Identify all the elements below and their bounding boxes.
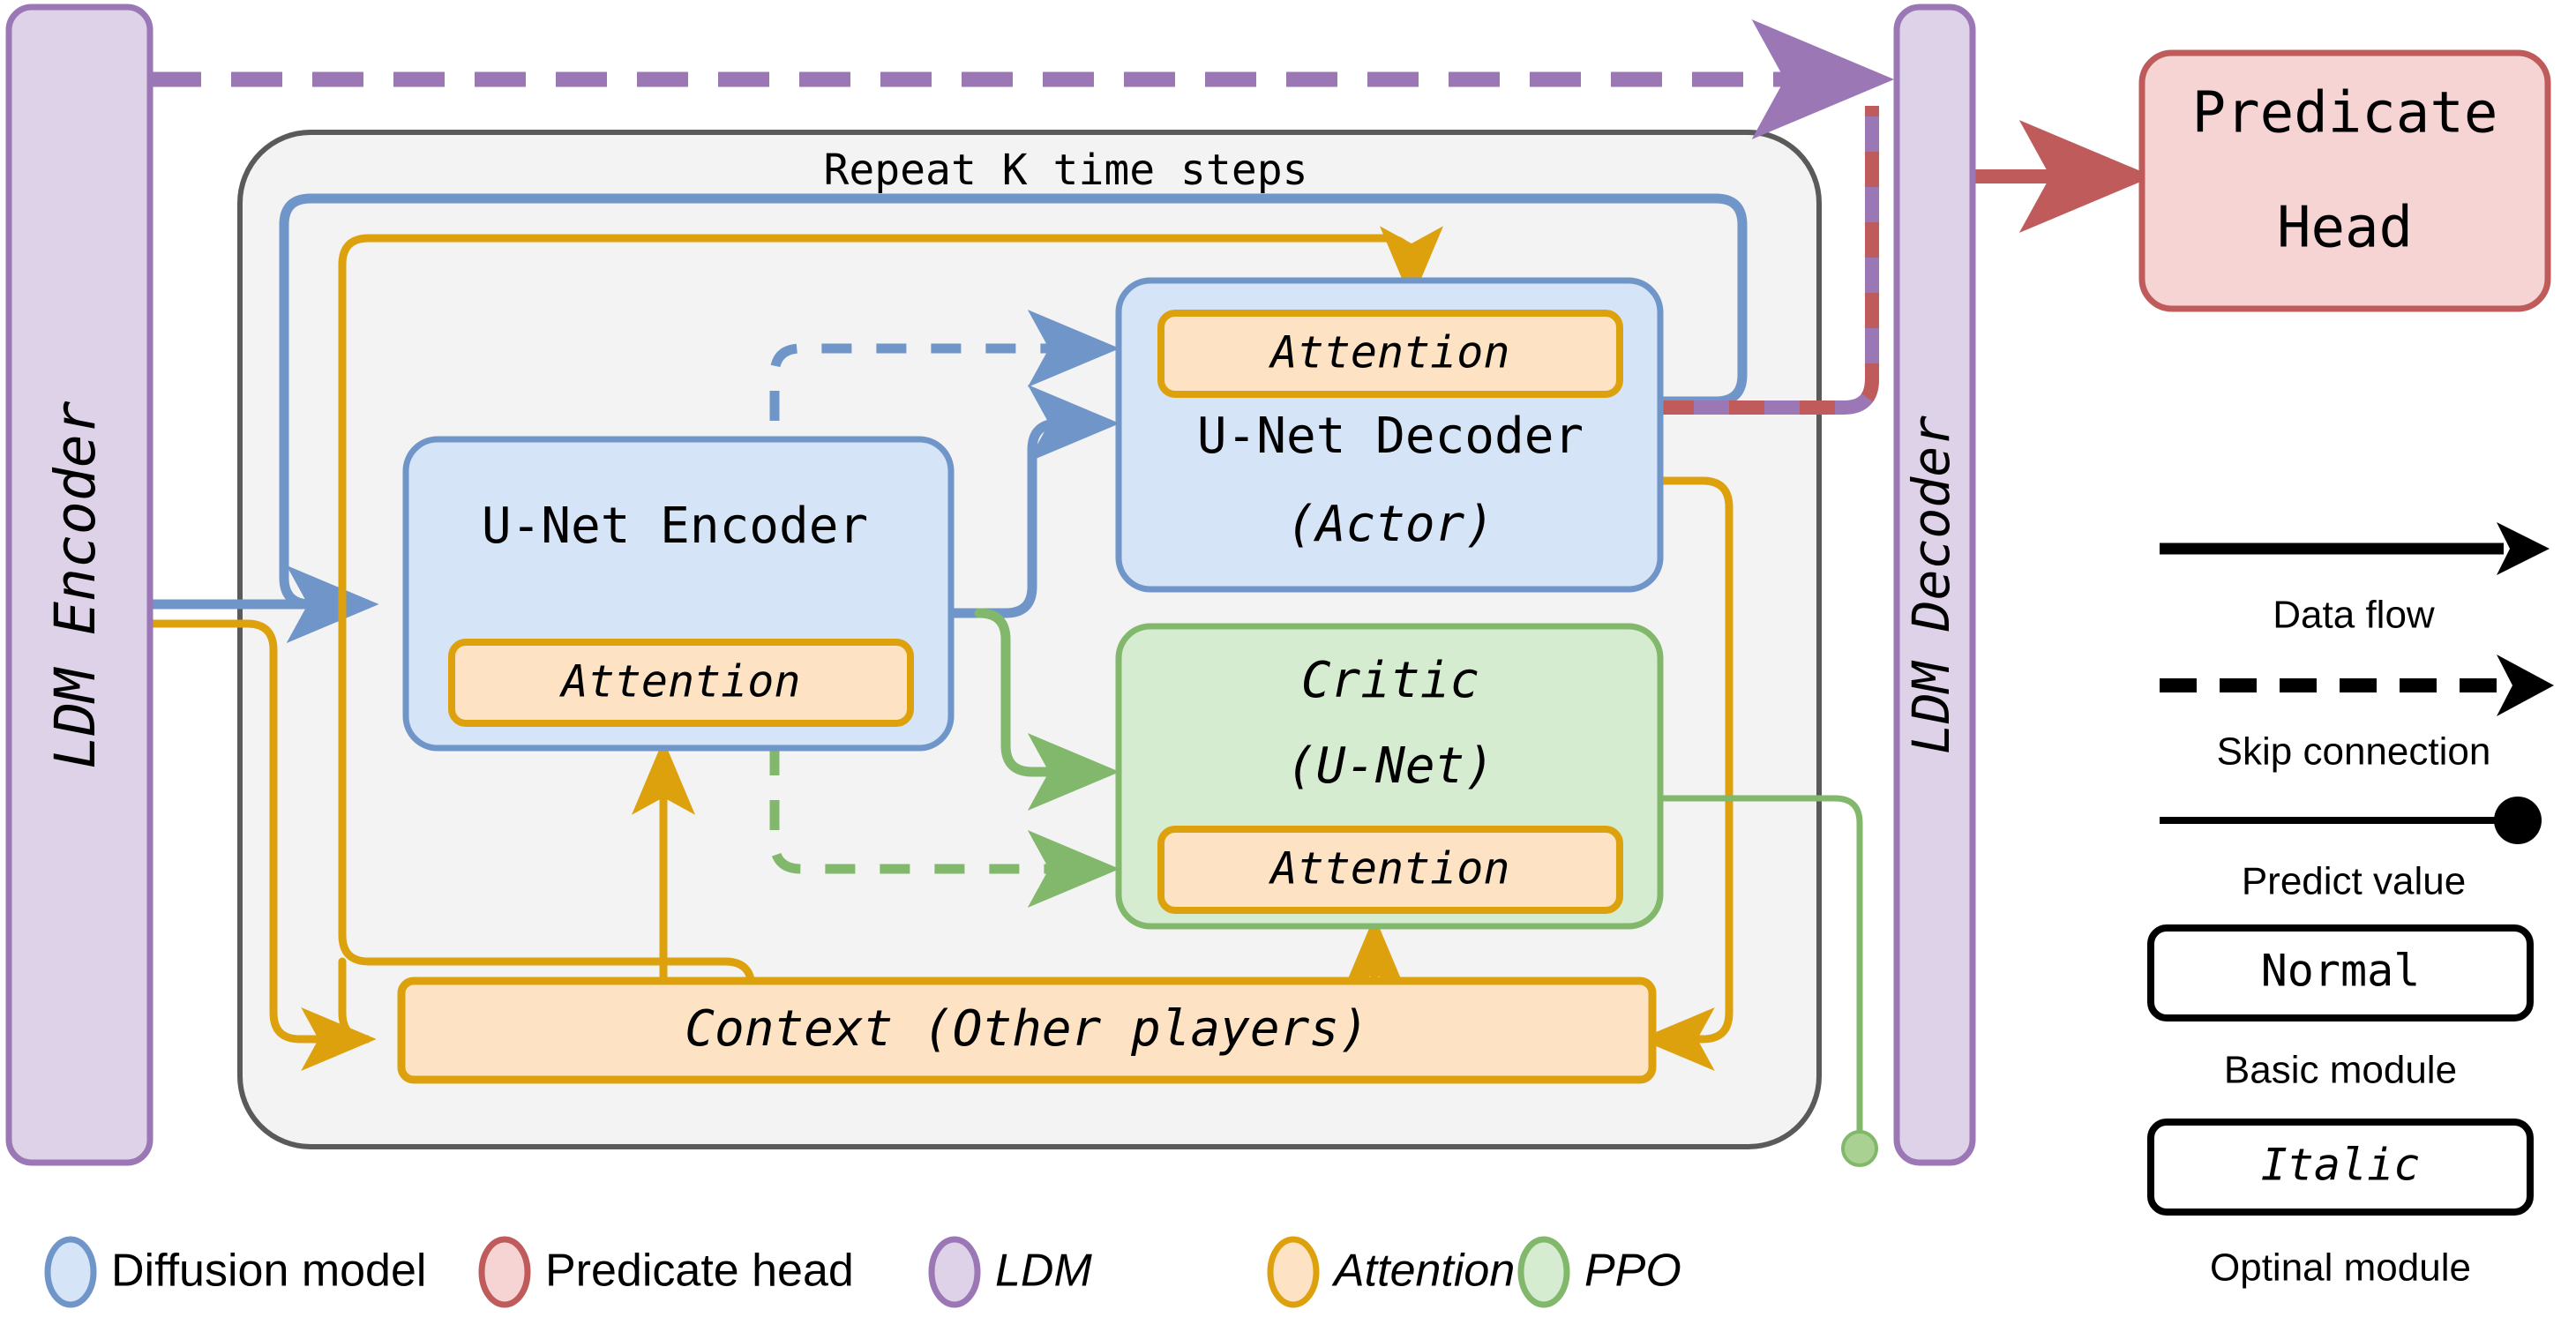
legend-label-attention: Attention	[1331, 1246, 1515, 1297]
legend-line-styles: Data flow Skip connection Predict value	[2160, 522, 2554, 903]
loop-to-context-left	[338, 957, 371, 1044]
predicate-path-red-dashed	[1659, 106, 1879, 415]
legend-label-predicate-head: Predicate head	[545, 1246, 854, 1297]
critic-attention-label: Attention	[1269, 843, 1510, 894]
ldm-decoder-label: LDM Decoder	[1901, 415, 1961, 754]
unet-encoder-label: U-Net Encoder	[482, 498, 868, 555]
unet-decoder-attention-label: Attention	[1269, 327, 1510, 378]
critic-attention-box[interactable]	[1157, 826, 1623, 914]
unet-decoder-node[interactable]: Attention U-Net Decoder (Actor)	[1115, 277, 1664, 593]
legend-skip-label: Skip connection	[2217, 730, 2491, 774]
unet-decoder-label-line2: (Actor)	[1286, 496, 1494, 553]
legend-module-boxes: Normal Basic module Italic Optinal modul…	[2147, 924, 2534, 1290]
legend-swatch-attention	[1267, 1236, 1320, 1308]
legend-swatch-ldm	[928, 1236, 981, 1308]
legend-swatch-predicate-head	[478, 1236, 531, 1308]
skip-encoder-to-critic	[769, 745, 1120, 908]
context-label: Context (Other players)	[685, 1000, 1368, 1058]
legend-basic-module-label: Basic module	[2224, 1049, 2457, 1092]
legend-normal-label: Normal	[2261, 946, 2421, 997]
context-to-decoder-attention	[338, 226, 1443, 1019]
critic-label-line1: Critic	[1301, 652, 1479, 709]
legend-label-diffusion-model: Diffusion model	[111, 1246, 426, 1297]
context-node[interactable]: Context (Other players)	[397, 977, 1657, 1084]
decoder-to-context	[1639, 476, 1734, 1071]
repeat-k-caption: Repeat K time steps	[823, 146, 1307, 195]
unet-encoder-attention-label: Attention	[559, 656, 801, 707]
legend-predict-label: Predict value	[2242, 860, 2466, 903]
predicate-head-label-line2: Head	[2277, 196, 2413, 261]
legend-italic-box	[2147, 1119, 2534, 1216]
legend-data-flow-arrowhead	[2497, 522, 2550, 575]
legend-data-flow-label: Data flow	[2273, 594, 2435, 637]
ldm-encoder-label: LDM Encoder	[43, 400, 108, 768]
ldm-encoder-to-context	[146, 619, 377, 1071]
legend-predict-dot	[2494, 797, 2542, 844]
legend-color-swatches: Diffusion model Predicate head LDM Attentio…	[44, 1236, 1681, 1308]
skip-encoder-to-decoder	[769, 310, 1120, 640]
legend-italic-label: Italic	[2261, 1140, 2421, 1191]
predict-value-dot	[1841, 1130, 1878, 1167]
legend-swatch-ppo	[1517, 1236, 1570, 1308]
unet-decoder-attention-box[interactable]	[1157, 310, 1623, 398]
unet-encoder-to-decoder	[946, 385, 1120, 618]
legend-optinal-module-label: Optinal module	[2210, 1246, 2471, 1290]
legend-skip-arrowhead	[2497, 655, 2554, 716]
critic-predict-value-line	[1646, 795, 1863, 1141]
legend-swatch-diffusion-model	[44, 1236, 97, 1308]
legend-label-ldm: LDM	[995, 1246, 1092, 1297]
unet-encoder-to-critic	[974, 608, 1120, 811]
legend-label-ppo: PPO	[1584, 1246, 1681, 1297]
unet-decoder-label-line1: U-Net Decoder	[1197, 408, 1584, 465]
predicate-head-label-line1: Predicate	[2192, 81, 2498, 146]
ldm-encoder-node[interactable]: LDM Encoder	[5, 4, 154, 1166]
critic-node[interactable]: Critic (U-Net) Attention	[1115, 623, 1664, 930]
ldm-decoder-node[interactable]: LDM Decoder	[1893, 4, 1976, 1166]
critic-label-line2: (U-Net)	[1286, 737, 1494, 795]
unet-encoder-attention-box[interactable]	[448, 639, 914, 727]
legend-normal-box	[2147, 924, 2534, 1021]
unet-encoder-node[interactable]: U-Net Encoder Attention	[402, 436, 955, 752]
predicate-head-node[interactable]: Predicate Head	[2138, 49, 2551, 312]
